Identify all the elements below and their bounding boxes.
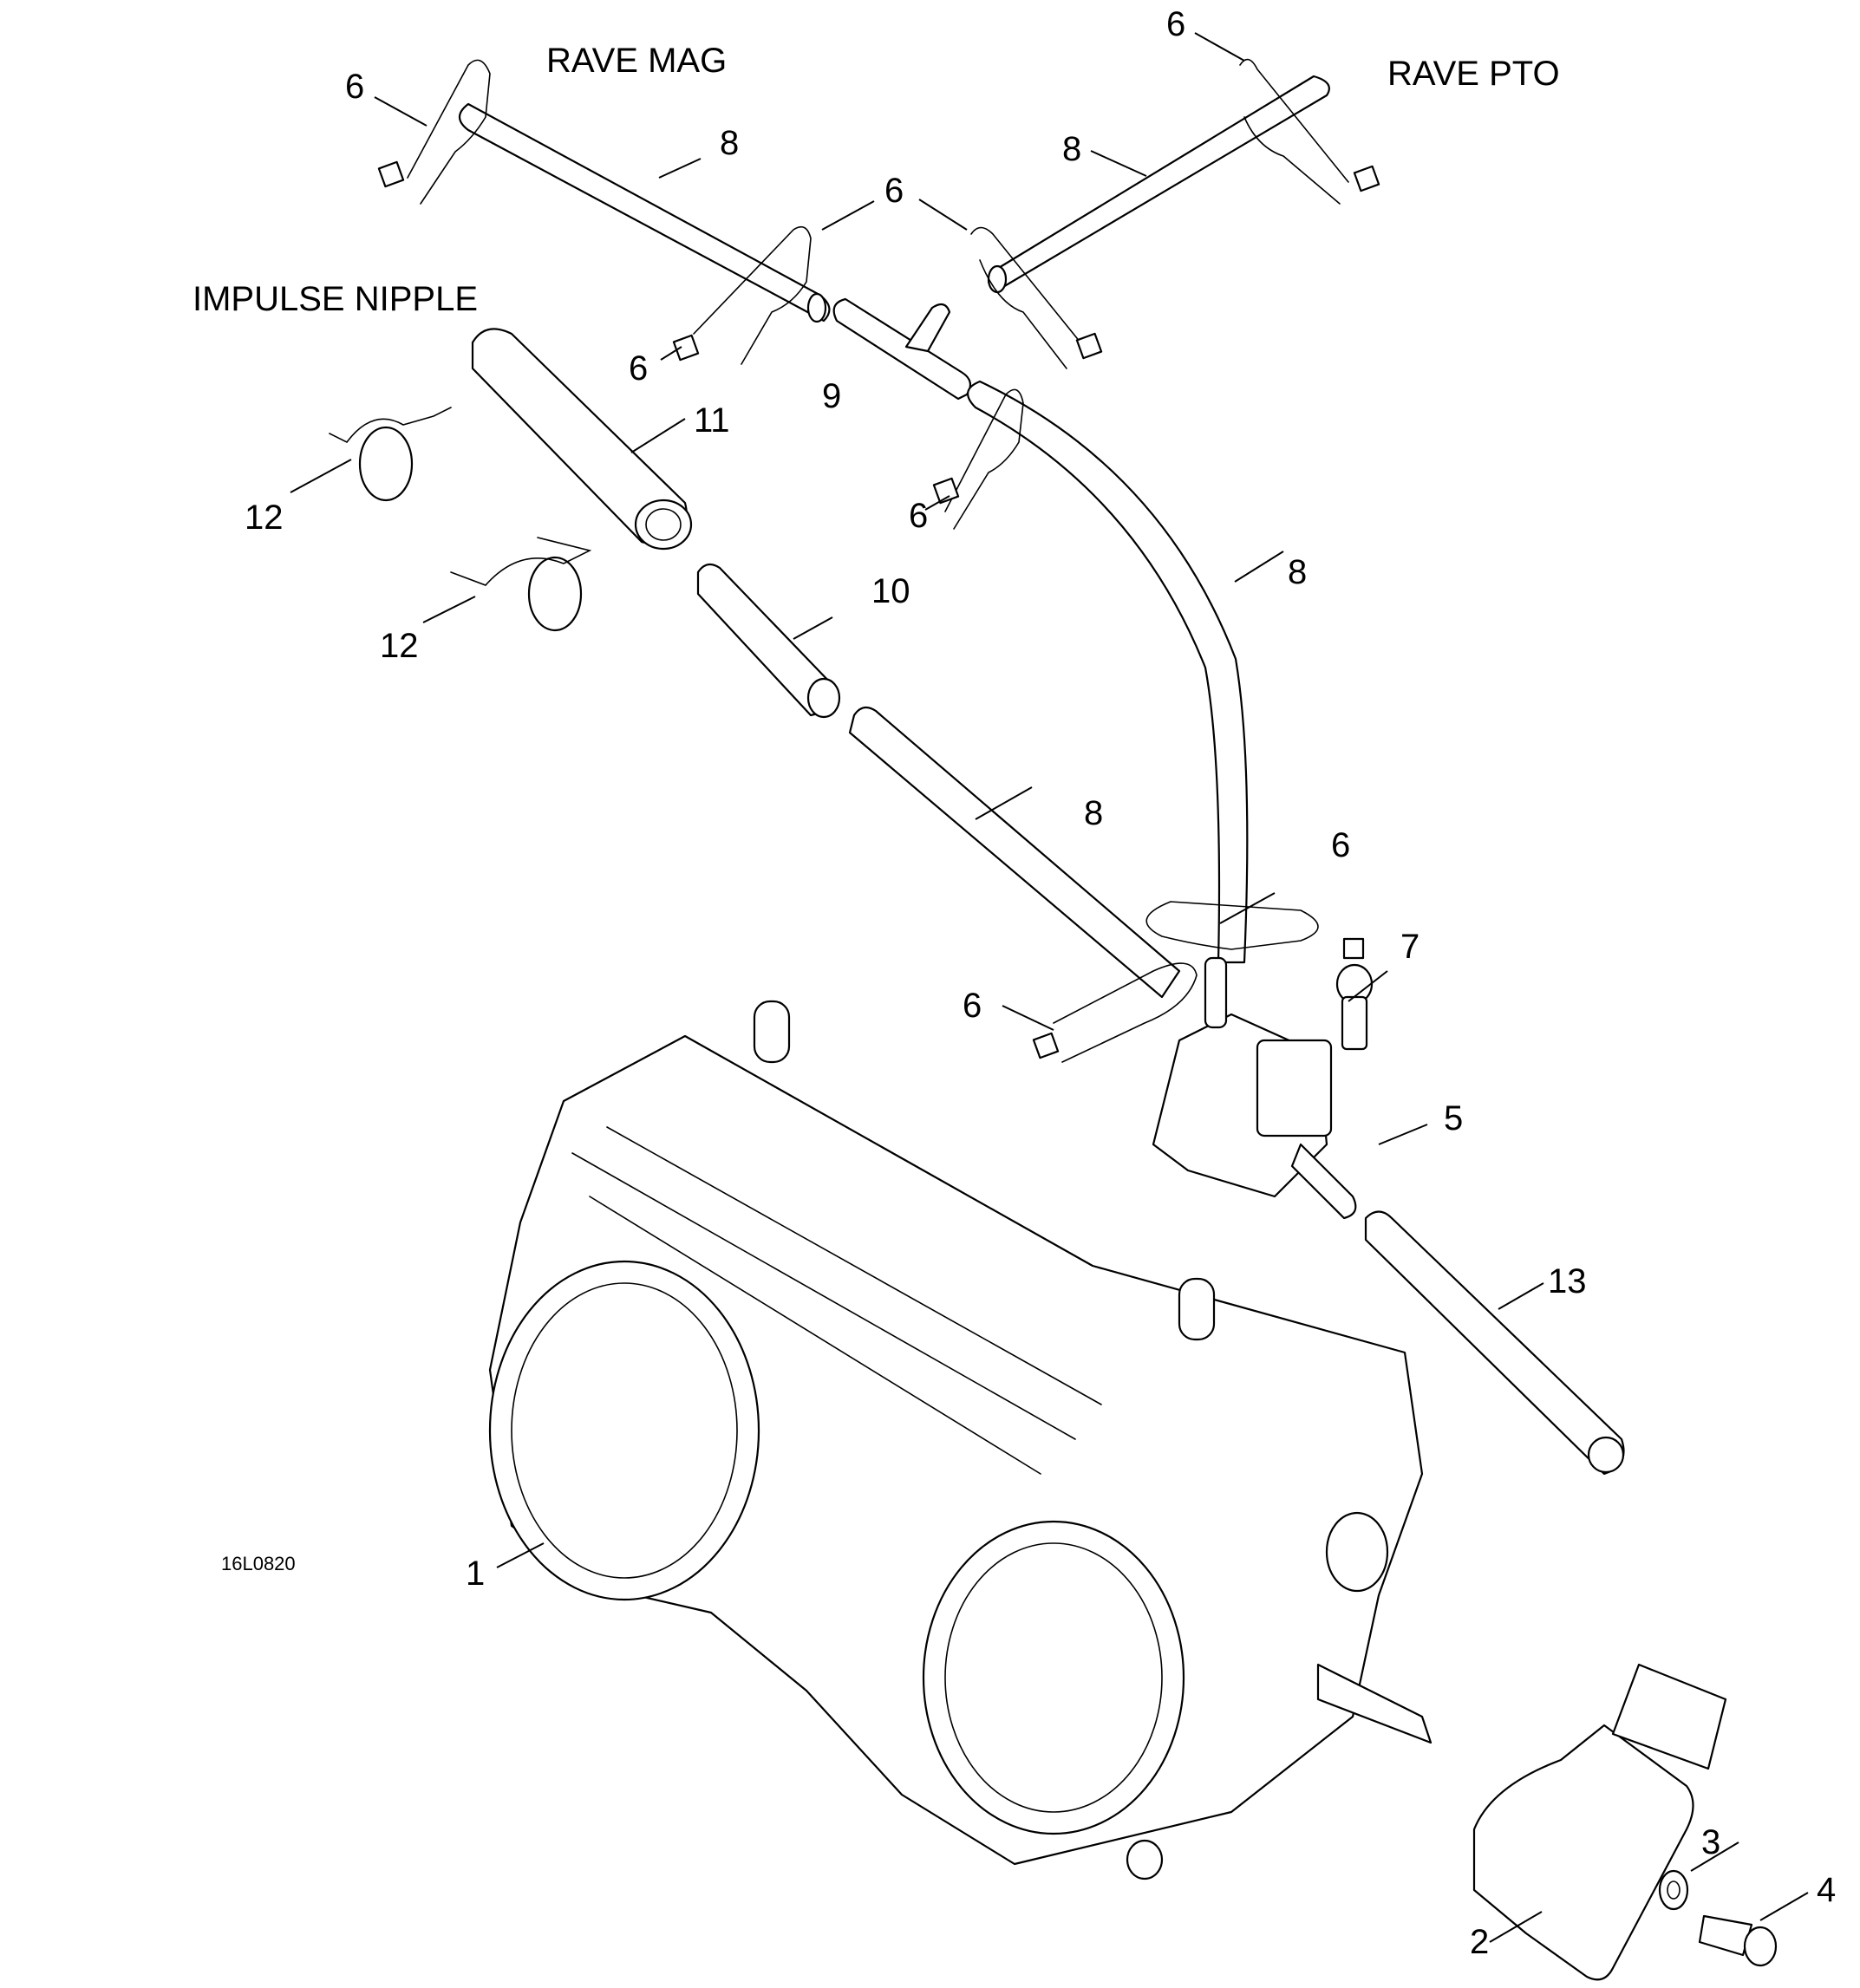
callout-2: 2 (1470, 1923, 1490, 1961)
figure-code: 16L0820 (221, 1553, 296, 1574)
tie-rap-mag-mid (672, 225, 812, 365)
callout-12: 12 (245, 499, 284, 537)
callout-13: 13 (1548, 1262, 1587, 1300)
callout-4: 4 (1817, 1871, 1837, 1909)
tie-rap-mag-top (377, 59, 491, 205)
callout-8: 8 (1062, 130, 1082, 168)
leader-lines (290, 32, 1809, 1943)
washer (1658, 1869, 1689, 1911)
callout-6: 6 (629, 349, 649, 388)
tie-rap-pto-top (1239, 58, 1380, 205)
callout-6: 6 (345, 68, 365, 106)
callout-7: 7 (1400, 928, 1420, 966)
callout-3: 3 (1701, 1823, 1721, 1861)
callout-6: 6 (1166, 5, 1186, 43)
callout-8: 8 (1288, 553, 1308, 591)
throttle-body (488, 1000, 1433, 1880)
screw-7 (1335, 963, 1374, 1051)
hose-rave-mag (458, 102, 831, 323)
clamp-bottom (450, 537, 592, 632)
tie-rap-curved-hose (932, 388, 1024, 530)
impulse-hose (471, 328, 693, 551)
callout-11: 11 (694, 401, 730, 440)
callout-6: 6 (963, 987, 982, 1025)
screw-4 (1698, 1914, 1778, 1967)
callout-9: 9 (822, 377, 842, 415)
tie-rap-lower-hose (1032, 962, 1198, 1063)
tie-rap-vertical-hose (1145, 901, 1365, 960)
callout-8: 8 (720, 124, 740, 162)
hose-lower (848, 706, 1181, 999)
rave-solenoid (1152, 956, 1357, 1220)
callout-6: 6 (909, 497, 929, 535)
label-rave-pto: RAVE PTO (1387, 55, 1560, 93)
hose-curved (967, 380, 1249, 964)
callout-6: 6 (1331, 826, 1351, 864)
callout-8: 8 (1084, 794, 1104, 832)
callout-1: 1 (466, 1555, 486, 1593)
check-valve (696, 563, 841, 719)
callout-5: 5 (1444, 1099, 1464, 1137)
label-rave-mag: RAVE MAG (546, 42, 728, 80)
label-impulse-nipple: IMPULSE NIPPLE (193, 280, 479, 318)
throttle-position-sensor (1472, 1663, 1727, 1981)
clamp-top (329, 407, 452, 502)
callout-6: 6 (884, 172, 904, 210)
hose-rave-pto (987, 75, 1330, 294)
tie-rap-pto-mid (970, 226, 1103, 369)
callout-12: 12 (380, 627, 419, 665)
t-fitting (832, 297, 972, 401)
hose-13 (1364, 1210, 1625, 1476)
callout-10: 10 (871, 572, 910, 610)
